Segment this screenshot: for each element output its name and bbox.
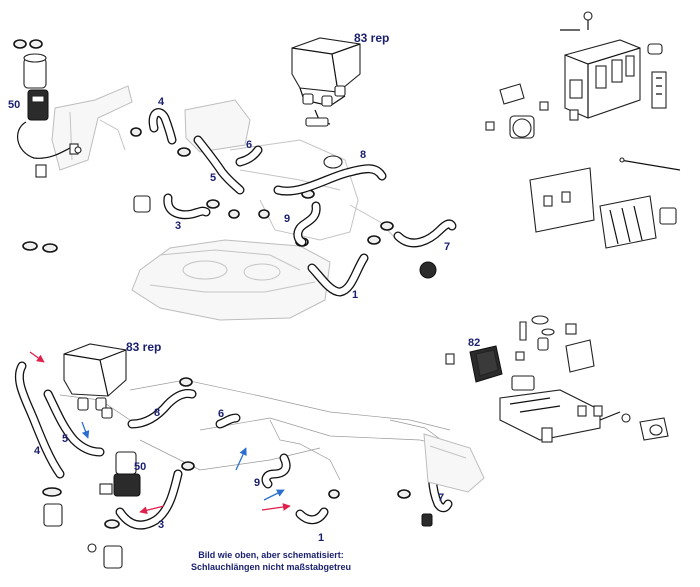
- label-bottom-hose-5: 5: [62, 433, 68, 445]
- label-bottom-hose-4: 4: [34, 445, 41, 457]
- hose-9-top: [293, 201, 321, 247]
- label-top-hose-7: 7: [444, 241, 450, 253]
- hose-6-bottom: [215, 413, 241, 429]
- label-bottom-pump: 50: [134, 461, 146, 473]
- label-bottom-reservoir: 83 rep: [126, 340, 161, 354]
- caption-line-1: Bild wie oben, aber schematisiert:: [198, 550, 344, 560]
- label-bottom-hose-8: 8: [154, 407, 160, 419]
- control-module-82: [445, 345, 503, 383]
- hose-1-top: [307, 253, 369, 297]
- washer-pump-top: [13, 39, 82, 178]
- label-top-hose-3: 3: [175, 220, 181, 232]
- hose-9-bottom: [261, 453, 340, 499]
- top-exploded-view: 83 rep 50: [8, 11, 681, 321]
- label-top-pump: 50: [8, 99, 20, 111]
- label-top-hose-5: 5: [210, 172, 216, 184]
- label-module-82: 82: [468, 337, 480, 349]
- label-bottom-hose-3: 3: [158, 519, 164, 531]
- label-top-hose-8: 8: [360, 149, 366, 161]
- label-top-hose-1: 1: [352, 289, 358, 301]
- bottom-schematic-view: 83 rep 50: [14, 315, 669, 572]
- brackets-bottom-right: [499, 315, 669, 443]
- mounting-panels-top-right: [529, 167, 677, 249]
- headlamp-outline-bottom: [423, 433, 485, 493]
- washer-reservoir-top: [291, 37, 361, 127]
- hose-4-top: [148, 108, 177, 145]
- label-bottom-hose-6: 6: [218, 408, 224, 420]
- hose-1-bottom: [295, 507, 329, 525]
- pump-bracket: [51, 85, 133, 171]
- label-top-hose-4: 4: [158, 96, 165, 108]
- hose-6-top: [235, 145, 263, 167]
- hose-5-bottom: [43, 389, 105, 457]
- label-bottom-hose-1: 1: [318, 532, 324, 544]
- washer-reservoir-bottom: [63, 343, 127, 419]
- hose-7-top: [393, 219, 457, 279]
- hose-8-bottom: [127, 377, 197, 429]
- loose-clamps-top: [22, 127, 394, 253]
- caption-line-2: Schlauchlängen nicht maßstabgetreu: [191, 562, 351, 572]
- engine-block-outline: [131, 239, 331, 321]
- flow-arrows: [29, 351, 291, 515]
- label-top-reservoir: 83 rep: [354, 31, 389, 45]
- hose-4-bottom: [14, 361, 65, 479]
- label-top-hose-6: 6: [246, 139, 252, 151]
- washer-pump-bottom: [42, 451, 141, 569]
- hose-3-bottom: [115, 461, 195, 530]
- relay-box-top-right: [485, 11, 681, 171]
- hose-5-top: [193, 135, 245, 195]
- hose-8-top: [273, 155, 387, 196]
- label-bottom-hose-7: 7: [438, 492, 444, 504]
- label-bottom-hose-9: 9: [254, 477, 260, 489]
- label-top-hose-9: 9: [284, 213, 290, 225]
- hose-3-top: [133, 193, 211, 220]
